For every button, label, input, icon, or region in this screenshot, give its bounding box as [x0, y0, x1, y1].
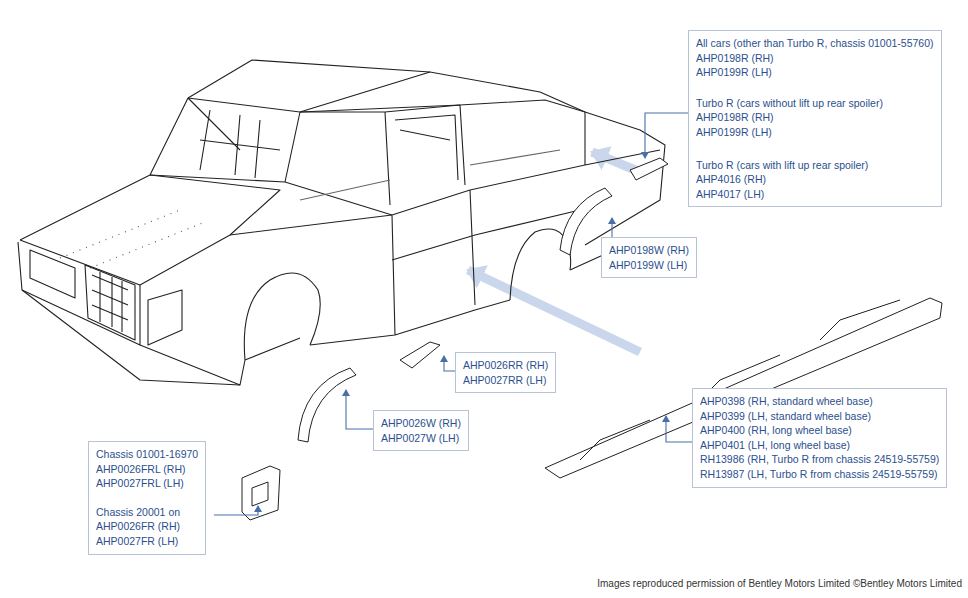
callout-box: Chassis 01001-16970AHP0026FRL (RH)AHP002… — [88, 441, 206, 555]
part-number: RH13986 (RH, Turbo R from chassis 24519-… — [700, 452, 939, 467]
part-number: Chassis 01001-16970 — [96, 447, 198, 462]
callout-box: AHP0198W (RH)AHP0199W (LH) — [601, 237, 697, 278]
callout-box: AHP0026W (RH)AHP0027W (LH) — [373, 410, 469, 451]
callout-box: AHP0026RR (RH)AHP0027RR (LH) — [455, 352, 556, 393]
part-number: AHP4017 (LH) — [696, 187, 934, 202]
copyright-caption: Images reproduced permission of Bentley … — [597, 578, 962, 589]
part-number: AHP0198W (RH) — [609, 243, 689, 258]
part-number: AHP0400 (RH, long wheel base) — [700, 423, 939, 438]
part-number: AHP0026RR (RH) — [463, 358, 548, 373]
part-number: AHP0199W (LH) — [609, 258, 689, 273]
part-number: AHP0027RR (LH) — [463, 373, 548, 388]
part-number: AHP0401 (LH, long wheel base) — [700, 438, 939, 453]
part-number: AHP0399 (LH, standard wheel base) — [700, 409, 939, 424]
part-number: AHP0026W (RH) — [381, 416, 461, 431]
callout-box: AHP0398 (RH, standard wheel base)AHP0399… — [692, 388, 947, 488]
part-number: Turbo R (cars with lift up rear spoiler) — [696, 158, 934, 173]
part-number: Turbo R (cars without lift up rear spoil… — [696, 96, 934, 111]
part-number: All cars (other than Turbo R, chassis 01… — [696, 36, 934, 51]
part-number: AHP0027FR (LH) — [96, 534, 198, 549]
part-number: AHP0199R (LH) — [696, 125, 934, 140]
part-number: AHP0198R (RH) — [696, 51, 934, 66]
part-number: AHP0027FRL (LH) — [96, 476, 198, 491]
part-number: AHP0198R (RH) — [696, 110, 934, 125]
part-number: AHP0199R (LH) — [696, 65, 934, 80]
part-number: AHP0026FRL (RH) — [96, 462, 198, 477]
part-number: AHP0398 (RH, standard wheel base) — [700, 394, 939, 409]
part-number: Chassis 20001 on — [96, 505, 198, 520]
part-number: RH13987 (LH, Turbo R from chassis 24519-… — [700, 467, 939, 482]
callout-box: All cars (other than Turbo R, chassis 01… — [688, 30, 942, 207]
part-number: AHP0027W (LH) — [381, 431, 461, 446]
part-number: AHP4016 (RH) — [696, 172, 934, 187]
part-number: AHP0026FR (RH) — [96, 519, 198, 534]
